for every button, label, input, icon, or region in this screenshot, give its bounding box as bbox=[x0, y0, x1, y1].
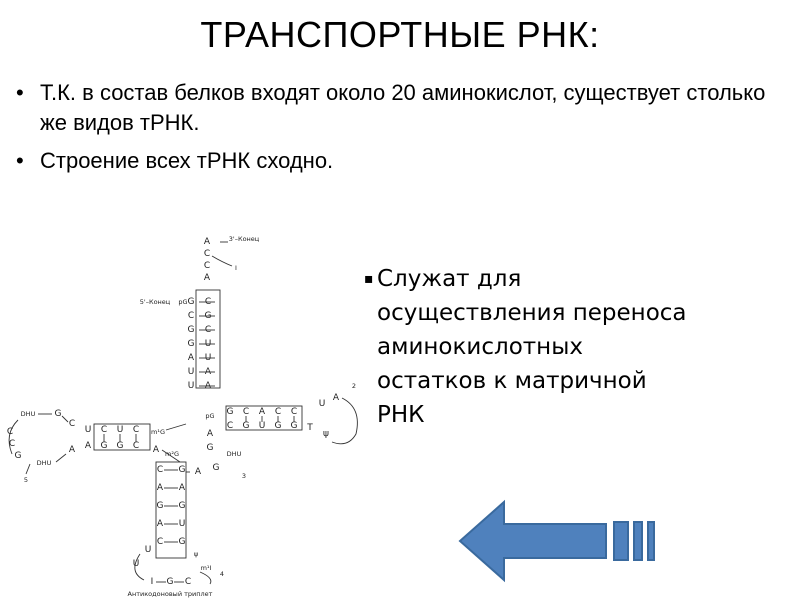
modified-base: m¹I bbox=[201, 564, 212, 572]
nucleotide: G bbox=[179, 501, 186, 511]
nucleotide: A bbox=[179, 483, 186, 493]
modified-base: m¹G bbox=[151, 428, 165, 436]
nucleotide: A bbox=[207, 429, 214, 439]
nucleotide: C bbox=[188, 311, 194, 321]
arrow-stripe bbox=[634, 522, 642, 560]
nucleotide: I bbox=[235, 264, 237, 272]
nucleotide: C bbox=[204, 261, 210, 271]
three-prime-end-label: 3'–Конец bbox=[229, 235, 260, 243]
nucleotide: C bbox=[204, 249, 210, 259]
pseudouridine-label: ψ bbox=[323, 429, 329, 439]
nucleotide: A bbox=[85, 441, 92, 451]
nucleotide: G bbox=[101, 441, 108, 451]
arrow-shape bbox=[460, 502, 606, 580]
function-description: ▪ Служат для осуществления переноса амин… bbox=[364, 262, 794, 432]
nucleotide: U bbox=[188, 381, 195, 391]
nucleotide: G bbox=[188, 339, 195, 349]
slide-title: ТРАНСПОРТНЫЕ РНК: bbox=[0, 14, 800, 56]
pseudouridine-label: ψ bbox=[194, 550, 198, 558]
thymine-label: T bbox=[306, 423, 313, 433]
function-text: Служат для осуществления переноса аминок… bbox=[364, 262, 794, 432]
acceptor-stem: A C C A 3'–Конец I 5'–Конец pG G C G G A… bbox=[140, 235, 260, 391]
nucleotide: U bbox=[188, 367, 195, 377]
nucleotide: C bbox=[7, 427, 13, 437]
arrow-stripe bbox=[614, 522, 628, 560]
nucleotide: C bbox=[133, 425, 139, 435]
nucleotide: G bbox=[179, 465, 186, 475]
nucleotide: G bbox=[227, 407, 234, 417]
nucleotide: U bbox=[259, 421, 266, 431]
nucleotide: C bbox=[101, 425, 107, 435]
modified-base: pG bbox=[178, 298, 187, 306]
nucleotide: G bbox=[291, 421, 298, 431]
nucleotide: G bbox=[213, 463, 220, 473]
nucleotide: C bbox=[69, 419, 75, 429]
position-number: 5 bbox=[24, 476, 28, 484]
nucleotide: A bbox=[157, 483, 164, 493]
anticodon-base: C bbox=[185, 577, 191, 587]
trna-cloverleaf-diagram: A C C A 3'–Конец I 5'–Конец pG G C G G A… bbox=[0, 228, 370, 600]
position-number: 4 bbox=[220, 570, 224, 578]
nucleotide: C bbox=[243, 407, 249, 417]
nucleotide: G bbox=[243, 421, 250, 431]
nucleotide: U bbox=[117, 425, 124, 435]
nucleotide: G bbox=[207, 443, 214, 453]
nucleotide: U bbox=[85, 425, 92, 435]
five-prime-end-label: 5'–Конец bbox=[140, 298, 171, 306]
bullet-item: Строение всех тРНК сходно. bbox=[14, 146, 794, 176]
nucleotide: A bbox=[153, 445, 160, 455]
nucleotide: C bbox=[291, 407, 297, 417]
nucleotide: C bbox=[275, 407, 281, 417]
position-number: 2 bbox=[352, 382, 356, 390]
nucleotide: G bbox=[117, 441, 124, 451]
anticodon-base: G bbox=[167, 577, 174, 587]
left-arrow-icon bbox=[458, 498, 668, 584]
nucleotide: A bbox=[69, 445, 76, 455]
nucleotide: A bbox=[188, 353, 195, 363]
nucleotide: G bbox=[179, 537, 186, 547]
bullet-item: Т.К. в состав белков входят около 20 ами… bbox=[14, 78, 794, 138]
dhu-label: DHU bbox=[37, 459, 52, 467]
bullet-list: Т.К. в состав белков входят около 20 ами… bbox=[14, 78, 794, 184]
dhu-label: DHU bbox=[227, 450, 242, 458]
nucleotide: A bbox=[259, 407, 266, 417]
nucleotide: A bbox=[195, 467, 202, 477]
nucleotide: U bbox=[179, 519, 186, 529]
nucleotide: G bbox=[188, 297, 195, 307]
anticodon-base: I bbox=[151, 577, 154, 587]
nucleotide: U bbox=[319, 399, 326, 409]
nucleotide: A bbox=[157, 519, 164, 529]
nucleotide: G bbox=[15, 451, 22, 461]
arrow-stripe bbox=[648, 522, 654, 560]
nucleotide: A bbox=[204, 237, 211, 247]
nucleotide: C bbox=[9, 439, 15, 449]
anticodon-triplet-label: Антикодоновый триплет bbox=[128, 590, 213, 598]
nucleotide: G bbox=[188, 325, 195, 335]
nucleotide: G bbox=[157, 501, 164, 511]
nucleotide: G bbox=[55, 409, 62, 419]
nucleotide: G bbox=[275, 421, 282, 431]
nucleotide: A bbox=[333, 393, 340, 403]
position-number: 3 bbox=[242, 472, 246, 480]
nucleotide: A bbox=[204, 273, 211, 283]
nucleotide: C bbox=[157, 537, 163, 547]
t-arm: pG G C A C C C G U G G U A 2 T ψ A bbox=[205, 382, 357, 444]
modified-base: pG bbox=[205, 412, 214, 420]
anticodon-arm: G DHU 3 G A m²G C A G A C G A G U G U U … bbox=[128, 443, 247, 598]
modified-base: m²G bbox=[165, 450, 179, 458]
dhu-label: DHU bbox=[21, 410, 36, 418]
nucleotide: U bbox=[145, 545, 152, 555]
nucleotide: C bbox=[133, 441, 139, 451]
nucleotide: C bbox=[157, 465, 163, 475]
nucleotide: C bbox=[227, 421, 233, 431]
